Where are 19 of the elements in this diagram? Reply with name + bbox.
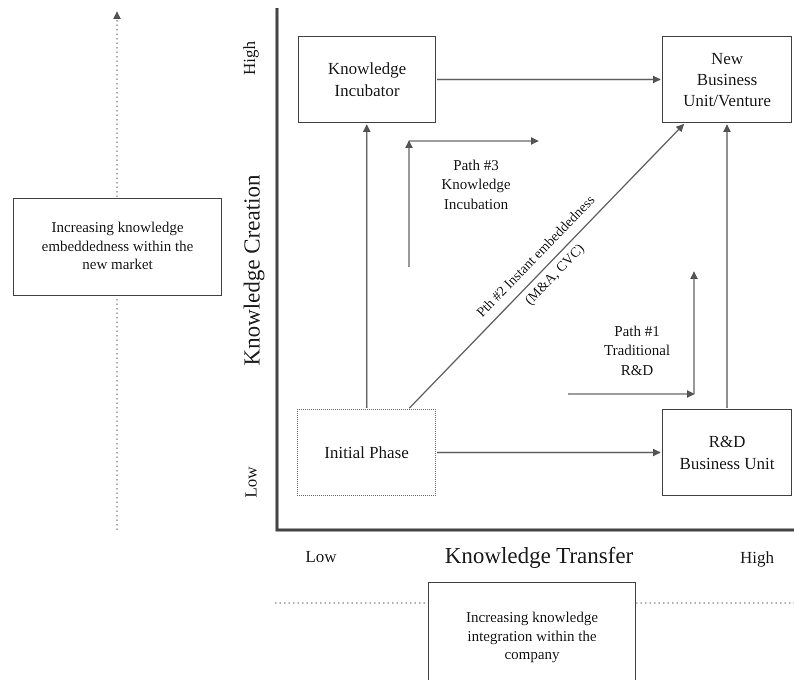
text-box: New Business Unit/Venture <box>662 36 792 123</box>
arrow <box>437 448 661 456</box>
arrow <box>437 76 661 84</box>
arrow <box>408 124 684 409</box>
axis-title: High <box>240 41 260 75</box>
path-label: Path #3 Knowledge Incubation <box>440 156 512 215</box>
arrow <box>362 124 371 408</box>
arrow <box>723 124 731 408</box>
axis-title: High <box>740 548 774 568</box>
text-box: Increasing knowledge embeddedness within the new market <box>13 198 222 296</box>
text-box: Knowledge Incubator <box>298 36 436 123</box>
text-box: R&D Business Unit <box>662 409 792 496</box>
axis-title: Low <box>242 466 262 498</box>
path-label: Path #1 Traditional R&D <box>602 322 672 381</box>
axis-title: Knowledge Creation <box>239 174 265 366</box>
axis-title: Low <box>305 547 337 567</box>
text-box: Increasing knowledge integration within the company <box>428 582 636 680</box>
axis-title: Knowledge Transfer <box>444 543 634 569</box>
phase-box: Initial Phase <box>297 409 436 496</box>
